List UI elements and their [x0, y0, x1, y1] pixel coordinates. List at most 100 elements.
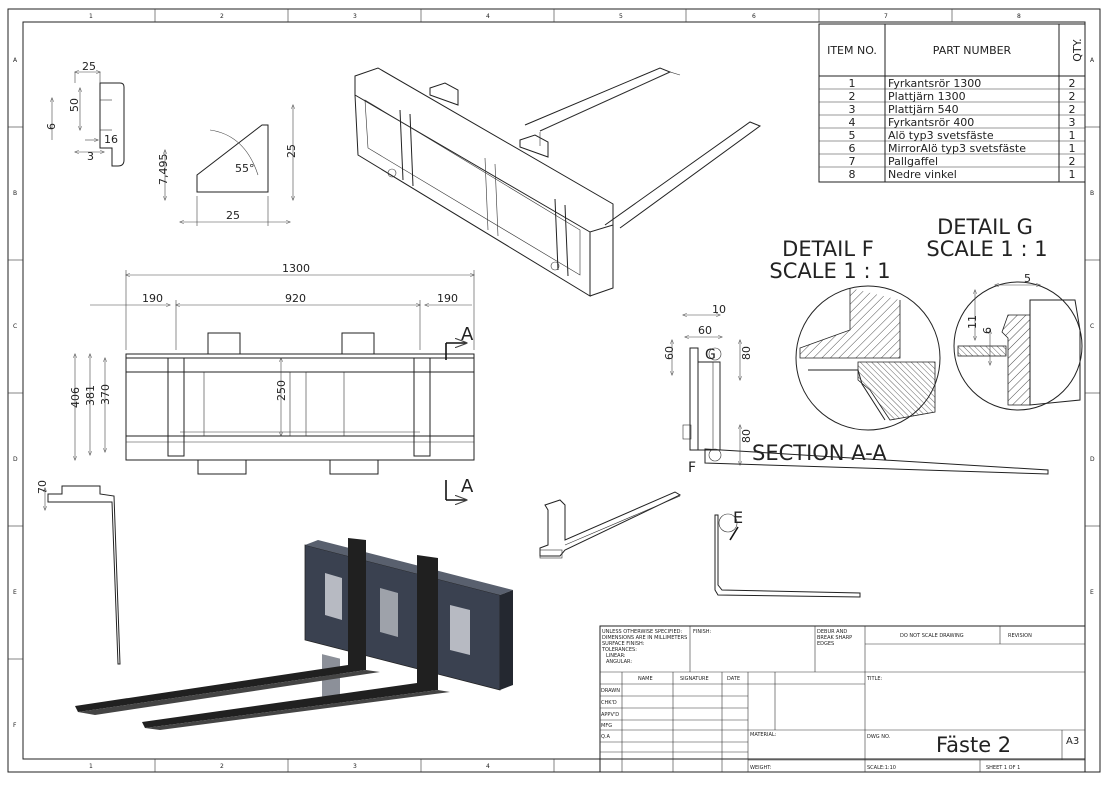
- row-label-c: C: [13, 323, 17, 330]
- tb-col-signature: SIGNATURE: [680, 676, 709, 682]
- bom-header-qty: QTY.: [1071, 38, 1084, 61]
- bom-part: Fyrkantsrör 400: [888, 116, 974, 129]
- tb-note: UNLESS OTHERWISE SPECIFIED:: [602, 629, 682, 635]
- dim-gusset-angle: 55°: [235, 162, 255, 175]
- bom-header-item: ITEM NO.: [827, 44, 877, 57]
- col-label-1: 1: [89, 13, 93, 20]
- drawing-title: Fäste 2: [936, 733, 1011, 757]
- row-label-c-right: C: [1090, 323, 1094, 330]
- bom-part: Plattjärn 540: [888, 103, 959, 116]
- side-profile-fork-view: 70: [36, 480, 121, 665]
- tb-sheet: SHEET 1 OF 1: [986, 765, 1020, 771]
- row-label-b: B: [13, 190, 17, 197]
- row-label-a-right: A: [1090, 57, 1095, 64]
- dim-gusset-25-right: 25: [285, 144, 298, 158]
- dim-right-190: 190: [437, 292, 458, 305]
- tb-deburr: BREAK SHARP: [817, 635, 852, 641]
- bom-part: Pallgaffel: [888, 155, 938, 168]
- section-a-a-view: 10 60 60 80 80 G F SECTION A-A: [663, 303, 1049, 476]
- tb-finish: FINISH:: [693, 629, 711, 635]
- bom-item: 1: [849, 77, 856, 90]
- sheet-size: A3: [1066, 736, 1079, 747]
- dim-height-381: 381: [84, 385, 97, 406]
- dim-height-406: 406: [69, 387, 82, 408]
- view-e-fork: E: [714, 508, 861, 598]
- bom-item: 6: [849, 142, 856, 155]
- bom-qty: 2: [1069, 90, 1076, 103]
- section-marker-a-bottom: A: [461, 476, 474, 497]
- row-label-e-right: E: [1090, 589, 1094, 596]
- col-label-2-bottom: 2: [220, 763, 224, 770]
- tb-material: MATERIAL:: [750, 732, 777, 738]
- tb-role: DRAWN: [601, 688, 620, 694]
- dim-bracket-25: 25: [82, 60, 96, 73]
- dim-fork-70: 70: [36, 480, 49, 494]
- col-label-4-bottom: 4: [486, 763, 490, 770]
- dim-section-10: 10: [712, 303, 726, 316]
- tb-weight: WEIGHT:: [750, 765, 772, 771]
- bom-qty: 1: [1069, 142, 1076, 155]
- bom-qty: 3: [1069, 116, 1076, 129]
- dim-section-60-top: 60: [698, 324, 712, 337]
- tb-note: TOLERANCES:: [601, 647, 637, 653]
- bom-item: 2: [849, 90, 856, 103]
- dim-section-60-left: 60: [663, 346, 676, 360]
- isometric-frame-view: [354, 67, 762, 297]
- row-label-b-right: B: [1090, 190, 1094, 197]
- rendered-3d-view: [75, 538, 513, 730]
- dim-width-1300: 1300: [282, 262, 310, 275]
- col-label-3: 3: [353, 13, 357, 20]
- bom-item: 7: [849, 155, 856, 168]
- detail-marker-g: G: [705, 347, 716, 363]
- bom-part: Nedre vinkel: [888, 168, 957, 181]
- detail-g-title: DETAIL G: [937, 215, 1033, 239]
- col-label-5: 5: [619, 13, 623, 20]
- dim-section-80-top: 80: [740, 346, 753, 360]
- bom-qty: 1: [1069, 129, 1076, 142]
- tb-deburr: EDGES: [817, 641, 834, 647]
- front-elevation-view: 1300 190 920 190 406 381 370 250 A A: [69, 262, 474, 500]
- detail-f-scale: SCALE 1 : 1: [769, 259, 890, 283]
- detail-g-scale: SCALE 1 : 1: [926, 237, 1047, 261]
- tb-role: Q.A: [601, 734, 611, 740]
- detail-g-view: DETAIL G SCALE 1 : 1 5 11 6: [926, 215, 1083, 411]
- gusset-detail-view: 55° 25 7,495 25: [157, 105, 298, 226]
- dim-bracket-3: 3: [87, 150, 94, 163]
- dim-detail-g-5: 5: [1024, 272, 1031, 285]
- dim-bracket-6: 6: [45, 123, 58, 130]
- tb-note: SURFACE FINISH:: [602, 641, 645, 647]
- bom-item: 5: [849, 129, 856, 142]
- dim-gusset-7495: 7,495: [157, 154, 170, 186]
- tb-scale: SCALE:1:10: [867, 765, 896, 771]
- detail-f-title: DETAIL F: [782, 237, 874, 261]
- tb-col-date: DATE: [727, 676, 740, 682]
- detail-marker-f: F: [688, 460, 696, 476]
- section-marker-a-top: A: [461, 324, 474, 345]
- tb-deburr: DEBUR AND: [817, 629, 847, 635]
- bom-qty: 2: [1069, 155, 1076, 168]
- col-label-2: 2: [220, 13, 224, 20]
- bill-of-materials: ITEM NO. PART NUMBER QTY. 1 Fyrkantsrör …: [818, 23, 1086, 183]
- tb-note: LINEAR:: [606, 653, 626, 659]
- tb-note: DIMENSIONS ARE IN MILLIMETERS: [602, 635, 687, 641]
- col-label-6: 6: [752, 13, 756, 20]
- bom-part: MirrorAlö typ3 svetsfäste: [888, 142, 1026, 155]
- bom-item: 8: [849, 168, 856, 181]
- bom-item: 4: [849, 116, 856, 129]
- col-label-3-bottom: 3: [353, 763, 357, 770]
- bom-header-part: PART NUMBER: [933, 44, 1012, 57]
- dim-detail-g-6: 6: [981, 327, 994, 334]
- row-label-e: E: [13, 589, 17, 596]
- tb-role: MFG: [601, 723, 612, 729]
- row-label-a: A: [13, 57, 18, 64]
- bom-qty: 2: [1069, 103, 1076, 116]
- view-marker-e: E: [733, 508, 743, 527]
- isometric-fork-view: [539, 491, 682, 559]
- col-label-8: 8: [1017, 13, 1021, 20]
- bom-part: Fyrkantsrör 1300: [888, 77, 981, 90]
- bom-qty: 1: [1069, 168, 1076, 181]
- tb-do-not-scale: DO NOT SCALE DRAWING: [900, 633, 964, 639]
- row-label-d-right: D: [1090, 456, 1095, 463]
- bracket-detail-view: 25 50 6 16 3: [45, 60, 125, 167]
